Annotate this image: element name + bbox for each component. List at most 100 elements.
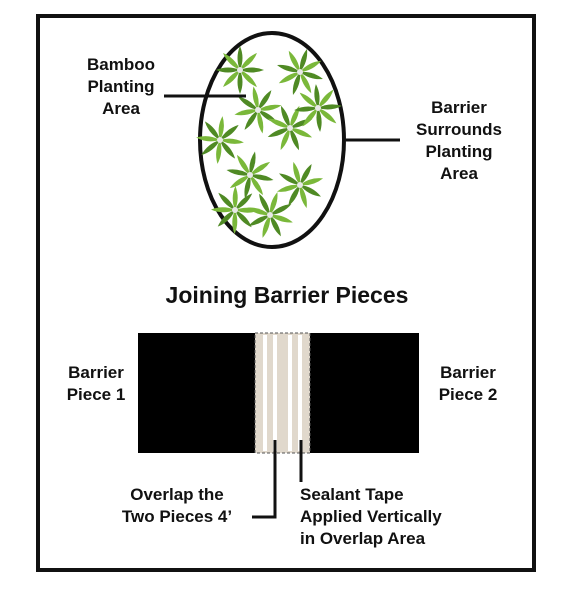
barrier-piece-1-label: Barrier Piece 1 <box>66 363 126 404</box>
bamboo-leaf <box>300 178 324 186</box>
bamboo-leaf <box>244 110 258 130</box>
bamboo-node <box>315 105 321 111</box>
bamboo-leaf <box>281 105 291 128</box>
bamboo-leaf <box>259 193 270 215</box>
bamboo-leaf <box>300 164 312 185</box>
bamboo-leaf <box>300 60 322 72</box>
bamboo-leaf <box>247 207 270 216</box>
bamboo-leaf <box>220 140 236 159</box>
bamboo-leaf <box>240 53 257 70</box>
bamboo-node <box>247 172 253 178</box>
bamboo-leaf <box>196 136 220 142</box>
bamboo-leaf <box>318 104 342 110</box>
bamboo-leaf <box>232 210 238 234</box>
bamboo-leaf <box>267 118 290 128</box>
bamboo-leaf <box>248 215 270 226</box>
bamboo-leaf <box>250 175 264 196</box>
bamboo-node <box>297 69 303 75</box>
bamboo-node <box>287 125 293 131</box>
bamboo-leaf <box>318 108 337 124</box>
bamboo-leaf <box>226 169 250 176</box>
bamboo-leaf <box>277 64 300 73</box>
bamboo-leaf <box>294 106 318 112</box>
barrier-piece-2-label: Barrier Piece 2 <box>438 363 498 404</box>
bamboo-leaf <box>299 92 318 108</box>
bamboo-leaf <box>267 127 290 137</box>
bamboo-leaf <box>252 86 259 110</box>
bamboo-leaf <box>235 210 252 228</box>
bamboo-leaf <box>237 46 243 70</box>
bamboo-leaf <box>258 90 272 110</box>
bamboo-leaf <box>223 53 240 70</box>
bamboo-node <box>255 107 261 113</box>
bamboo-leaf <box>288 50 300 72</box>
barrier-piece-2 <box>308 333 419 453</box>
bamboo-leaf <box>250 161 271 175</box>
bamboo-leaf <box>269 192 278 215</box>
bamboo-leaf <box>270 214 293 223</box>
bamboo-node <box>237 67 243 73</box>
bamboo-leaf <box>244 175 251 199</box>
bamboo-leaf <box>270 215 281 237</box>
bamboo-leaf <box>217 210 235 227</box>
barrier-piece-1 <box>138 333 258 453</box>
bamboo-leaf <box>234 109 258 116</box>
bamboo-leaf <box>290 128 313 138</box>
bamboo-leaf <box>211 207 235 213</box>
bamboo-leaf <box>240 70 257 87</box>
bamboo-leaf <box>293 161 301 185</box>
bamboo-leaf <box>237 70 243 94</box>
bamboo-leaf <box>236 154 250 175</box>
bamboo-leaf <box>218 116 224 140</box>
bamboo-leaf <box>235 193 253 210</box>
tape-strip <box>288 335 292 451</box>
tape-strip <box>263 335 267 451</box>
bamboo-leaf <box>280 128 290 151</box>
tape-strip <box>273 335 277 451</box>
bamboo-leaf <box>318 89 334 108</box>
joining-title: Joining Barrier Pieces <box>165 282 409 308</box>
bamboo-leaf <box>276 184 300 192</box>
bamboo-leaf <box>290 105 300 128</box>
bamboo-leaf <box>257 110 264 134</box>
bamboo-leaf <box>314 84 320 108</box>
bamboo-leaf <box>288 185 300 206</box>
bamboo-leaf <box>262 215 271 238</box>
bamboo-node <box>297 182 303 188</box>
bamboo-leaf <box>201 140 220 156</box>
bamboo-leaf <box>299 185 307 209</box>
bamboo-leaf <box>220 138 244 144</box>
bamboo-leaf <box>204 121 220 140</box>
diagram-frame <box>36 14 536 572</box>
bamboo-leaf <box>302 108 318 127</box>
bamboo-leaf <box>258 104 282 111</box>
bamboo-node <box>217 137 223 143</box>
bamboo-leaf <box>249 151 256 175</box>
bamboo-leaf <box>240 67 264 73</box>
bamboo-leaf <box>216 67 240 73</box>
overlap-leader-line <box>252 440 277 519</box>
bamboo-leaf <box>289 128 299 151</box>
bamboo-leaf <box>232 186 238 210</box>
bamboo-leaf <box>216 140 222 164</box>
bamboo-leaf <box>292 72 301 95</box>
bamboo-leaf <box>229 175 250 189</box>
bamboo-leaf <box>278 72 300 84</box>
bamboo-leaf <box>218 192 235 210</box>
bamboo-leaf <box>279 173 300 185</box>
bamboo-leaf <box>223 70 240 87</box>
sealant-tape-label: Sealant Tape Applied Vertically in Overl… <box>300 485 442 548</box>
bamboo-leaf <box>299 49 308 72</box>
bamboo-node <box>232 207 238 213</box>
bamboo-leaf <box>300 185 321 197</box>
bamboo-leaf <box>250 174 274 181</box>
bamboo-plants <box>196 46 342 238</box>
bamboo-leaf <box>270 204 292 215</box>
bamboo-leaf <box>300 72 312 94</box>
overlap-label: Overlap the Two Pieces 4’ <box>121 485 233 526</box>
bamboo-leaf <box>220 124 239 140</box>
bamboo-leaf <box>238 96 258 110</box>
barrier-surrounds-label: Barrier Surrounds Planting Area <box>416 98 502 183</box>
tape-strip <box>298 335 302 451</box>
